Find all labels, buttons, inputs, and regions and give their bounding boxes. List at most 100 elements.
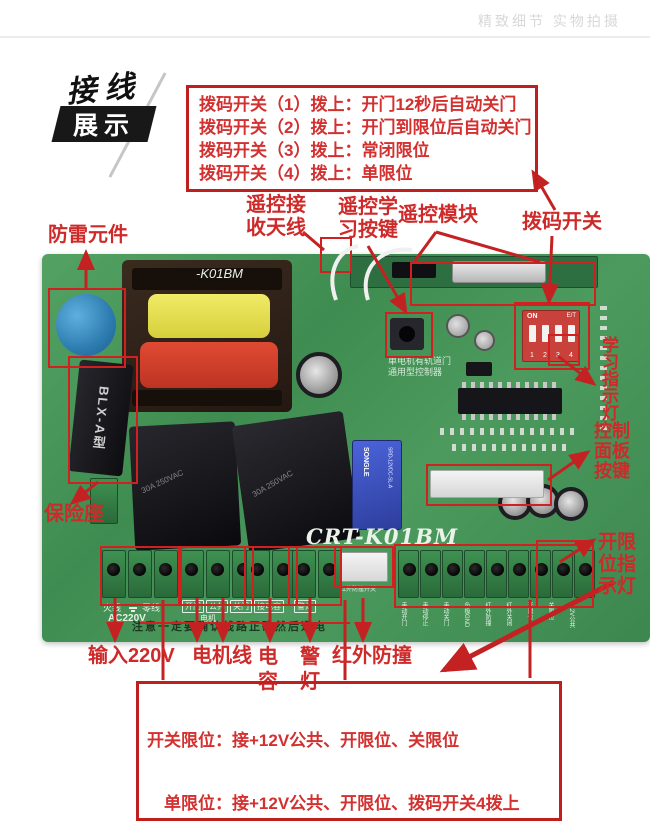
relay-blue-brand: SONGLE bbox=[361, 447, 369, 477]
silk-open: 开门 bbox=[182, 600, 204, 613]
silk-motor: 电机 bbox=[200, 614, 216, 623]
dip-slider-1 bbox=[529, 325, 536, 342]
highlight-box-remote-module bbox=[410, 262, 596, 306]
trimmer-pot bbox=[474, 330, 495, 351]
screw-terminal bbox=[128, 550, 152, 598]
ic-legs bbox=[462, 382, 558, 388]
highlight-box-learn-button bbox=[385, 312, 433, 358]
electrolytic-capacitor bbox=[296, 352, 342, 398]
logo-subtitle: 展示 bbox=[72, 112, 135, 140]
callout-dip-switch: 拨码开关 bbox=[522, 211, 602, 233]
highlight-box-panel-connector bbox=[426, 464, 552, 506]
callout-input-220v: 输入220V bbox=[88, 645, 175, 667]
main-mcu-ic bbox=[458, 382, 562, 420]
terminal-group-motor bbox=[180, 550, 256, 598]
dip-slider-4 bbox=[568, 325, 575, 342]
wiring-info-box: 开关限位：接+12V公共、开限位、关限位 单限位：接+12V公共、开限位、拨码开… bbox=[136, 681, 562, 821]
dip-on-label: ON bbox=[527, 313, 538, 320]
board-model-top-silkscreen: -K01BM bbox=[196, 266, 243, 281]
smd-pad-column bbox=[600, 300, 607, 430]
screw-terminal bbox=[206, 550, 230, 598]
silk-right-terminal: 手动开门 bbox=[400, 602, 406, 626]
transformer-winding-yellow bbox=[148, 294, 270, 338]
dip-slider-2 bbox=[542, 325, 549, 342]
board-description: 单电机有轨道门 通用型控制器 bbox=[388, 356, 451, 378]
callout-antenna-line1: 遥控接 bbox=[246, 194, 306, 216]
transformer-core-bottom bbox=[132, 390, 282, 406]
ic-legs bbox=[462, 414, 558, 420]
varistor bbox=[56, 294, 116, 356]
relay-left-text: 30A 250VAC bbox=[139, 468, 185, 496]
silk-ac220v: AC220V bbox=[108, 613, 146, 624]
callout-remote-module: 遥控模块 bbox=[398, 204, 478, 226]
relay-blue: SONGLE SRD-12VDC-SL-A bbox=[352, 440, 402, 530]
transformer-winding-red bbox=[140, 342, 278, 388]
board-description-line2: 通用型控制器 bbox=[388, 367, 443, 377]
logo-title: 接线 bbox=[64, 68, 144, 111]
silk-right-terminal: 手动停止 bbox=[421, 602, 427, 626]
transformer-core-top bbox=[132, 268, 282, 290]
dip-switch-info-box: 拨码开关（1）拨上：开门12秒后自动关门 拨码开关（2）拨上：开门到限位后自动关… bbox=[186, 85, 538, 192]
silk-caution: 注意一定要确认线路正确然后通电 bbox=[132, 621, 327, 633]
top-divider bbox=[0, 36, 650, 38]
dip-type-label: E/T bbox=[566, 313, 576, 319]
screw-terminal bbox=[318, 550, 342, 598]
highlight-box-ir-connector bbox=[334, 546, 394, 588]
callout-open-limit-led: 开限位指示灯 bbox=[598, 532, 637, 597]
highlight-box-learn-led bbox=[548, 334, 580, 366]
callout-motor-wire: 电机线 bbox=[192, 645, 252, 667]
learn-button-cap bbox=[399, 326, 415, 342]
callout-antenna-line2: 收天线 bbox=[246, 217, 306, 239]
silk-infrared: 红外防撞开关 bbox=[340, 587, 377, 593]
screw-terminal bbox=[154, 550, 178, 598]
callout-panel-keys: 控制面板按键 bbox=[594, 421, 630, 481]
callout-fuse-holder: 保险座 bbox=[44, 503, 104, 525]
highlight-box-fuse bbox=[68, 356, 138, 484]
dip-info-line: 拨码开关（1）拨上：开门12秒后自动关门 bbox=[199, 95, 517, 114]
highlight-box-terminals-motor bbox=[178, 546, 254, 606]
dip-number-2: 2 bbox=[543, 352, 547, 359]
screw-terminal bbox=[246, 550, 270, 598]
screw-terminal bbox=[420, 550, 441, 598]
electrolytic-capacitor bbox=[554, 487, 588, 521]
wiring-line: 单限位：接+12V公共、开限位、拨码开关4拨上 bbox=[147, 794, 520, 813]
callout-learn-button: 遥控学习按键 bbox=[338, 196, 398, 242]
silk-lamp: 警灯 bbox=[294, 600, 316, 613]
highlight-box-open-limit-led bbox=[536, 540, 594, 608]
panel-keys-connector bbox=[430, 470, 544, 498]
silk-close: 关门 bbox=[230, 600, 252, 613]
silk-neutral: 零线 bbox=[142, 603, 161, 613]
screw-terminal bbox=[102, 550, 126, 598]
small-ic bbox=[466, 362, 492, 376]
relay-middle-text: 30A 250VAC bbox=[250, 468, 295, 499]
watermark-text: 精致细节 实物拍摄 bbox=[478, 13, 621, 29]
highlight-box-terminals-lamp bbox=[288, 546, 342, 606]
dip-slider-3 bbox=[555, 325, 562, 342]
callout-learn-button-line1: 遥控学 bbox=[338, 196, 398, 218]
screw-terminal bbox=[398, 550, 419, 598]
dip-info-line: 拨码开关（4）拨上：单限位 bbox=[199, 164, 413, 183]
screw-terminal bbox=[180, 550, 204, 598]
red-underline bbox=[140, 622, 350, 624]
wiring-line: 开关限位：接+12V公共、开限位、关限位 bbox=[147, 731, 460, 750]
smd-pad-row bbox=[440, 428, 580, 435]
learn-button bbox=[390, 318, 424, 350]
infrared-connector bbox=[338, 552, 388, 582]
transformer bbox=[122, 260, 292, 412]
relay-blue-model: SRD-12VDC-SL-A bbox=[386, 447, 393, 489]
callout-learn-button-line2: 习按键 bbox=[338, 219, 398, 241]
highlight-box-terminals-ac bbox=[100, 546, 182, 606]
board-description-line1: 单电机有轨道门 bbox=[388, 356, 452, 366]
highlight-box-antenna bbox=[320, 237, 352, 273]
silk-live: 火线 bbox=[103, 603, 122, 613]
callout-lightning-protection: 防雷元件 bbox=[48, 224, 128, 246]
dip-info-line: 拨码开关（3）拨上：常闭限位 bbox=[199, 141, 430, 160]
callout-learn-led: 学习指示灯 bbox=[602, 336, 619, 423]
smd-pad-row bbox=[452, 444, 572, 451]
terminal-group-ac bbox=[102, 550, 178, 598]
callout-antenna: 遥控接收天线 bbox=[246, 194, 306, 240]
silk-common: 公共 bbox=[206, 600, 228, 613]
trimmer-pot bbox=[446, 314, 470, 338]
logo-subtitle-box: 展示 bbox=[51, 106, 157, 142]
